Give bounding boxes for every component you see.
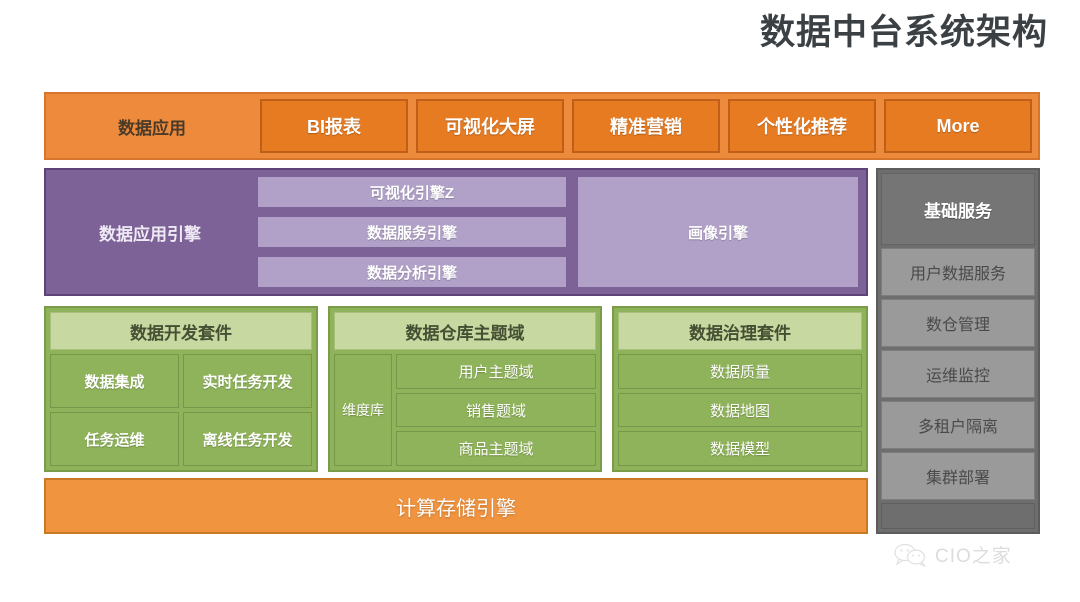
suite-data-development-title: 数据开发套件 <box>50 312 312 350</box>
infrastructure-services-title: 基础服务 <box>881 173 1035 245</box>
watermark-text: CIO之家 <box>935 546 1012 567</box>
suite-data-warehouse-title: 数据仓库主题域 <box>334 312 596 350</box>
suite-data-development-body: 数据集成 实时任务开发 任务运维 离线任务开发 <box>50 354 312 466</box>
cell-data-quality[interactable]: 数据质量 <box>618 354 862 389</box>
suite-data-governance: 数据治理套件 数据质量 数据地图 数据模型 <box>612 306 868 472</box>
infra-item-user-data-service[interactable]: 用户数据服务 <box>881 248 1035 296</box>
compute-storage-engine-bar[interactable]: 计算存储引擎 <box>44 478 868 534</box>
cell-user-subject-domain[interactable]: 用户主题域 <box>396 354 596 389</box>
suite-data-governance-body: 数据质量 数据地图 数据模型 <box>618 354 862 467</box>
engine-item-visualization[interactable]: 可视化引擎Z <box>256 175 568 209</box>
infra-item-ops-monitoring[interactable]: 运维监控 <box>881 350 1035 398</box>
cell-sales-subject-domain[interactable]: 销售题域 <box>396 392 596 428</box>
infra-item-empty <box>881 503 1035 529</box>
page-title: 数据中台系统架构 <box>759 13 1048 52</box>
data-application-label: 数据应用 <box>118 118 186 138</box>
data-application-engine-label: 数据应用引擎 <box>99 224 201 244</box>
cell-data-map[interactable]: 数据地图 <box>618 392 862 428</box>
watermark: CIO之家 <box>893 541 1012 568</box>
cell-data-integration[interactable]: 数据集成 <box>50 354 179 408</box>
engine-stack: 可视化引擎Z 数据服务引擎 数据分析引擎 <box>256 175 568 289</box>
governance-stack: 数据质量 数据地图 数据模型 <box>618 354 862 467</box>
infra-item-multi-tenant-isolation[interactable]: 多租户隔离 <box>881 401 1035 449</box>
suites-row: 数据开发套件 数据集成 实时任务开发 任务运维 离线任务开发 数据仓库主题域 维… <box>44 306 868 472</box>
suite-data-development-grid: 数据集成 实时任务开发 任务运维 离线任务开发 <box>50 354 312 466</box>
cell-product-subject-domain[interactable]: 商品主题域 <box>396 431 596 467</box>
infrastructure-services-panel: 基础服务 用户数据服务 数仓管理 运维监控 多租户隔离 集群部署 <box>876 168 1040 534</box>
cell-dimension-library[interactable]: 维度库 <box>334 354 392 466</box>
app-chip-personalized-recommendation[interactable]: 个性化推荐 <box>728 99 876 153</box>
cell-offline-task-development[interactable]: 离线任务开发 <box>183 412 312 466</box>
suite-data-warehouse-body: 维度库 用户主题域 销售题域 商品主题域 <box>334 354 596 467</box>
infra-item-warehouse-management[interactable]: 数仓管理 <box>881 299 1035 347</box>
engine-item-portrait[interactable]: 画像引擎 <box>576 175 860 289</box>
app-chip-precision-marketing[interactable]: 精准营销 <box>572 99 720 153</box>
suite-data-governance-title: 数据治理套件 <box>618 312 862 350</box>
engine-item-data-service[interactable]: 数据服务引擎 <box>256 215 568 249</box>
app-chip-bi-report[interactable]: BI报表 <box>260 99 408 153</box>
suite-data-warehouse: 数据仓库主题域 维度库 用户主题域 销售题域 商品主题域 <box>328 306 602 472</box>
data-application-engine-band: 数据应用引擎 可视化引擎Z 数据服务引擎 数据分析引擎 画像引擎 <box>44 168 868 296</box>
app-chip-visual-dashboard[interactable]: 可视化大屏 <box>416 99 564 153</box>
app-chip-more[interactable]: More <box>884 99 1032 153</box>
subject-domain-stack: 用户主题域 销售题域 商品主题域 <box>396 354 596 467</box>
cell-task-operations[interactable]: 任务运维 <box>50 412 179 466</box>
data-application-band: 数据应用 BI报表 可视化大屏 精准营销 个性化推荐 More <box>44 92 1040 160</box>
cell-realtime-task-development[interactable]: 实时任务开发 <box>183 354 312 408</box>
cell-data-model[interactable]: 数据模型 <box>618 431 862 467</box>
wechat-icon <box>893 543 927 567</box>
engine-item-data-analysis[interactable]: 数据分析引擎 <box>256 255 568 289</box>
suite-data-development: 数据开发套件 数据集成 实时任务开发 任务运维 离线任务开发 <box>44 306 318 472</box>
infra-item-cluster-deployment[interactable]: 集群部署 <box>881 452 1035 500</box>
